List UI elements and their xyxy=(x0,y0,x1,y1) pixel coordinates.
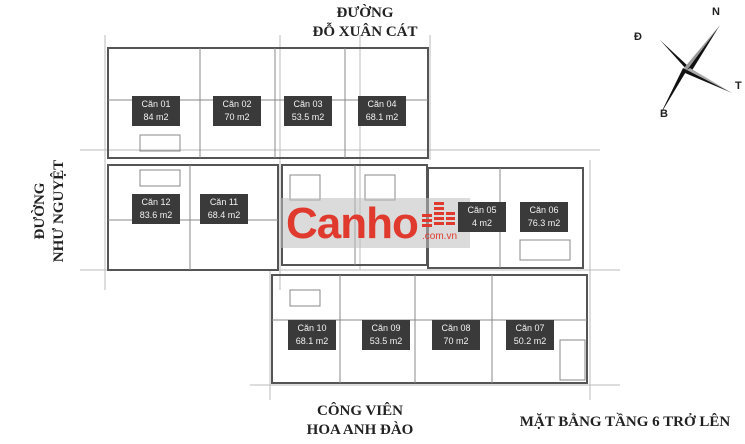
unit-name: Căn 12 xyxy=(141,197,171,207)
unit-area: 68.1 m2 xyxy=(365,112,399,122)
unit-name: Căn 08 xyxy=(441,323,471,333)
unit-area: 76.3 m2 xyxy=(527,218,561,228)
road-bottom-line-2: HOA ANH ĐÀO xyxy=(306,422,414,438)
unit-label-09[interactable]: Căn 09 53.5 m2 xyxy=(362,320,410,350)
road-left-line-2: NHƯ NGUYỆT xyxy=(51,159,67,263)
road-bottom-line-1: CÔNG VIÊN xyxy=(317,403,403,419)
road-label-left: ĐƯỜNG NHƯ NGUYỆT xyxy=(31,141,69,281)
unit-label-12[interactable]: Căn 12 83.6 m2 xyxy=(132,194,180,224)
unit-area: 4 m2 xyxy=(471,218,492,228)
road-left-line-1: ĐƯỜNG xyxy=(32,182,48,240)
unit-name: Căn 10 xyxy=(297,323,327,333)
unit-name: Căn 04 xyxy=(367,99,397,109)
road-label-bottom: CÔNG VIÊN HOA ANH ĐÀO xyxy=(300,402,420,440)
watermark-domain: .com.vn xyxy=(422,231,458,242)
watermark-logo: Canho xyxy=(286,199,419,248)
unit-label-01[interactable]: Căn 01 84 m2 xyxy=(132,96,180,126)
unit-name: Căn 07 xyxy=(515,323,545,333)
unit-area: 53.5 m2 xyxy=(291,112,325,122)
unit-area: 70 m2 xyxy=(224,112,250,122)
compass-icon xyxy=(660,25,732,115)
compass-north-label: N xyxy=(712,6,720,18)
unit-label-04[interactable]: Căn 04 68.1 m2 xyxy=(358,96,406,126)
road-label-top: ĐƯỜNG ĐỖ XUÂN CÁT xyxy=(290,4,440,42)
unit-label-07[interactable]: Căn 07 50.2 m2 xyxy=(506,320,554,350)
unit-area: 84 m2 xyxy=(143,112,169,122)
unit-name: Căn 01 xyxy=(141,99,171,109)
unit-name: Căn 11 xyxy=(209,197,239,207)
unit-area: 50.2 m2 xyxy=(513,336,547,346)
watermark-building-icon xyxy=(422,202,455,227)
unit-name: Căn 02 xyxy=(222,99,252,109)
road-top-line-2: ĐỖ XUÂN CÁT xyxy=(312,24,418,40)
plan-title: MẶT BẰNG TẦNG 6 TRỞ LÊN xyxy=(519,414,731,430)
unit-name: Căn 03 xyxy=(293,99,323,109)
unit-label-06[interactable]: Căn 06 76.3 m2 xyxy=(520,202,568,232)
unit-label-03[interactable]: Căn 03 53.5 m2 xyxy=(284,96,332,126)
road-top-line-1: ĐƯỜNG xyxy=(336,5,394,21)
unit-area: 53.5 m2 xyxy=(369,336,403,346)
unit-label-05[interactable]: Căn 05 4 m2 xyxy=(458,202,506,232)
unit-area: 70 m2 xyxy=(443,336,469,346)
unit-area: 68.4 m2 xyxy=(207,210,241,220)
unit-area: 83.6 m2 xyxy=(139,210,173,220)
unit-name: Căn 06 xyxy=(529,205,559,215)
unit-label-08[interactable]: Căn 08 70 m2 xyxy=(432,320,480,350)
compass-south-label: B xyxy=(660,108,668,120)
compass-east-label: Đ xyxy=(634,31,642,43)
compass-west-label: T xyxy=(735,80,742,92)
unit-label-10[interactable]: Căn 10 68.1 m2 xyxy=(288,320,336,350)
unit-label-02[interactable]: Căn 02 70 m2 xyxy=(213,96,261,126)
unit-name: Căn 09 xyxy=(371,323,401,333)
unit-area: 68.1 m2 xyxy=(295,336,329,346)
unit-name: Căn 05 xyxy=(467,205,497,215)
unit-label-11[interactable]: Căn 11 68.4 m2 xyxy=(200,194,248,224)
